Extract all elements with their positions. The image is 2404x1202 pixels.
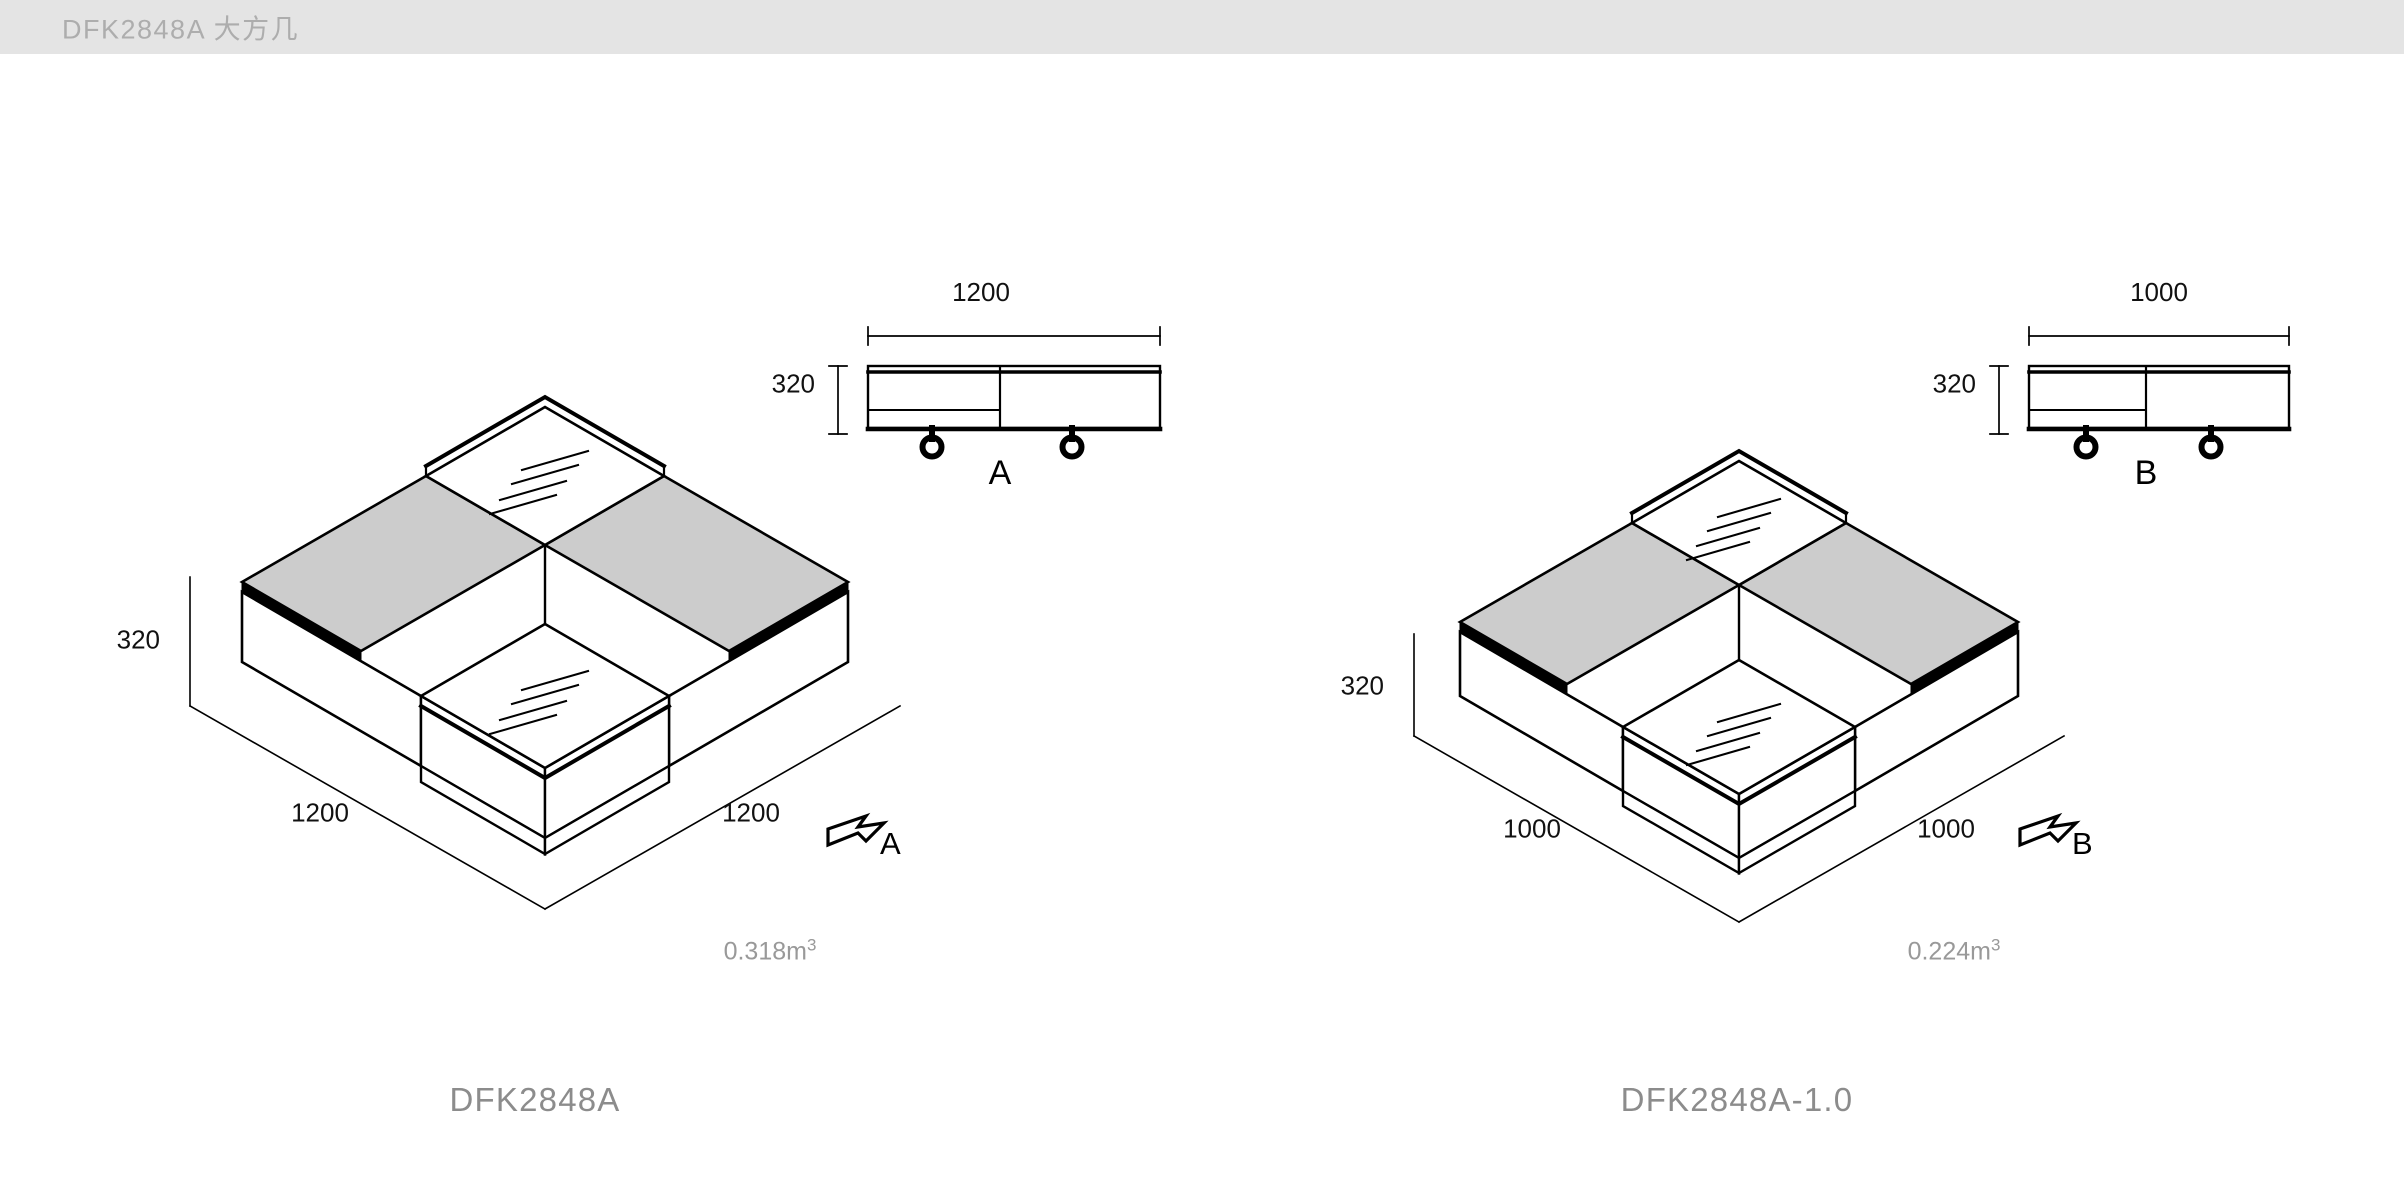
back-top-ridge (1629, 448, 1849, 516)
footprint-dimension-lines (1412, 633, 2066, 924)
top-panel-front-glass (418, 622, 672, 770)
isometric-width-right-label: 1200 (722, 797, 780, 828)
glass-reflection-front (1685, 702, 1782, 767)
product-drawing-left (188, 326, 1163, 911)
product-caption: DFK2848A-1.0 (1620, 1081, 1854, 1118)
top-panel-right-thickness (1910, 621, 2019, 694)
caster-wheel (919, 425, 945, 460)
caster-wheel (2073, 425, 2099, 460)
elevation-width-label: 1000 (2130, 277, 2188, 307)
view-direction-arrow-icon (826, 812, 889, 848)
volume-exponent: 3 (1990, 935, 2001, 955)
front-glass-ridge (1620, 734, 1858, 807)
product-caption: DFK2848A (449, 1081, 621, 1118)
glass-reflection-back (1685, 497, 1782, 562)
page-title: DFK2848A 大方几 (62, 14, 300, 45)
elevation-height-label: 320 (771, 368, 815, 399)
top-panel-right-thickness (728, 581, 849, 661)
isometric-view-marker-letter: A (880, 826, 901, 861)
drawing-sheet: 1200 320 A 320 1200 1200 A 0.318m3 DFK28… (0, 54, 2404, 1202)
caster-wheel (2198, 425, 2224, 460)
view-direction-arrow-icon (2018, 812, 2081, 848)
isometric-view (188, 394, 902, 911)
footprint-dimension-lines (188, 576, 902, 911)
elevation-width-dimension (867, 326, 1161, 346)
volume-label: 0.318m3 (724, 935, 817, 966)
elevation-view-b (1989, 326, 2292, 460)
isometric-width-left-label: 1200 (291, 797, 349, 828)
volume-value: 0.318m (723, 937, 807, 966)
isometric-height-label: 320 (116, 624, 160, 655)
elevation-width-dimension (2028, 326, 2290, 346)
product-panel-dfk2848a-1-0: 1000 320 B 320 1000 1000 B 0.224m3 DFK28… (1202, 54, 2404, 1202)
elevation-height-label: 320 (1932, 368, 1976, 399)
header-bar: DFK2848A 大方几 (0, 0, 2404, 54)
back-top-ridge (423, 394, 667, 469)
back-ridge-returns (1630, 511, 1848, 525)
isometric-height-label: 320 (1340, 670, 1384, 701)
volume-value: 0.224m (1907, 937, 1991, 966)
base-slab-front-right (543, 763, 671, 857)
isometric-view-marker-letter: B (2072, 826, 2093, 861)
product-panel-dfk2848a: 1200 320 A 320 1200 1200 A 0.318m3 DFK28… (0, 54, 1202, 1202)
volume-exponent: 3 (806, 935, 817, 955)
volume-label: 0.224m3 (1908, 935, 2001, 966)
elevation-height-dimension (828, 365, 848, 435)
isometric-view (1412, 448, 2081, 924)
elevation-width-label: 1200 (952, 277, 1010, 307)
base-slab-front-right (1737, 788, 1857, 876)
isometric-width-left-label: 1000 (1503, 813, 1561, 844)
top-panel-left-thickness (1459, 621, 1568, 694)
glass-reflection-front (488, 669, 590, 736)
glass-reflection-back (488, 449, 590, 516)
elevation-view-letter: A (988, 454, 1012, 492)
isometric-width-right-label: 1000 (1917, 813, 1975, 844)
back-ridge-returns (424, 464, 666, 478)
front-glass-ridge (418, 703, 672, 781)
elevation-height-dimension (1989, 365, 2009, 435)
product-drawing-right (1412, 326, 2292, 924)
elevation-view-letter: B (2134, 454, 2158, 492)
top-panel-left-thickness (241, 581, 362, 661)
caster-wheel (1059, 425, 1085, 460)
elevation-view-a (828, 326, 1163, 460)
